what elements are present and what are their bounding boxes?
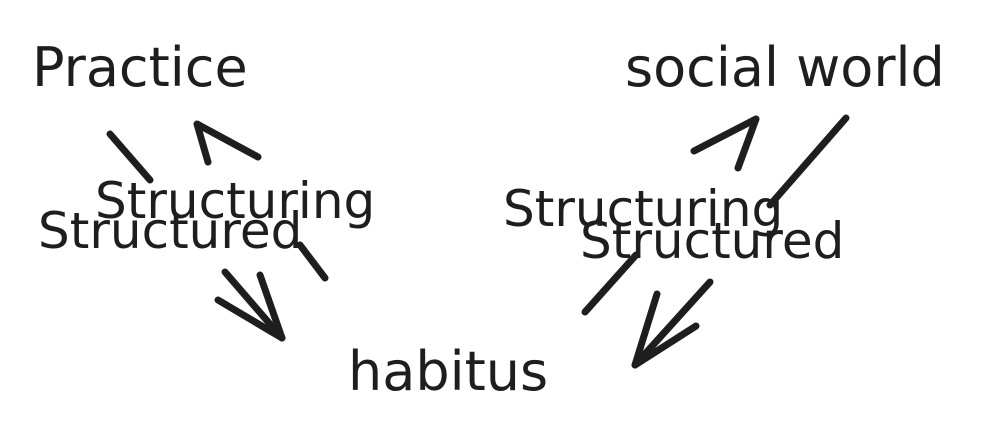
node-habitus: habitus xyxy=(348,340,548,403)
arrow-social-world-to-habitus xyxy=(631,114,850,369)
edge-label-left-structured: Structured xyxy=(38,202,302,260)
arrow-practice-to-habitus xyxy=(106,130,329,342)
edge-label-right-structured: Structured xyxy=(580,212,844,270)
edge-label-left-structuring: Structuring xyxy=(95,172,375,230)
node-practice: Practice xyxy=(32,36,248,99)
edge-label-right-structuring: Structuring xyxy=(503,180,783,238)
arrow-habitus-to-practice xyxy=(193,120,262,166)
node-social-world: social world xyxy=(625,36,945,99)
arrow-habitus-to-social-world xyxy=(581,115,760,316)
